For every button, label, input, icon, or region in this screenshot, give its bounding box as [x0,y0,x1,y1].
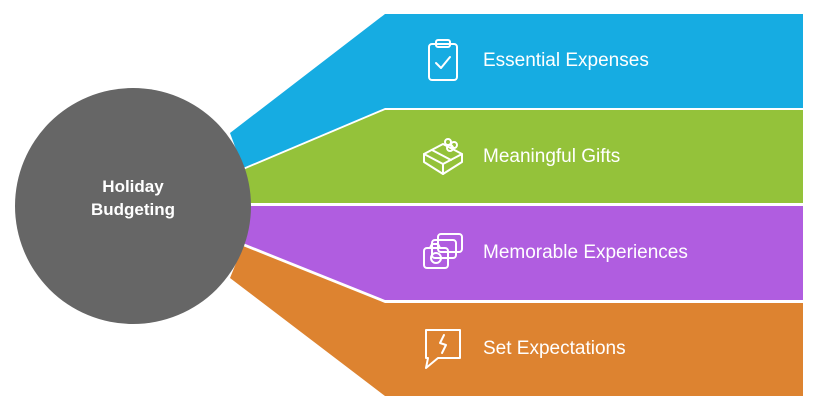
hub-label-line1: Holiday [102,177,164,196]
branch-band-memorable-experiences [243,206,803,300]
branch-band-essential-expenses [230,14,803,168]
hub-label-line2: Budgeting [90,200,176,219]
branch-label-set-expectations: Set Expectations [483,338,626,359]
branch-band-meaningful-gifts [243,110,803,203]
photo-stack-icon [423,233,463,269]
clipboard-check-icon [428,39,458,81]
hub-label: Holiday Budgeting [18,175,248,221]
branch-label-memorable-experiences: Memorable Experiences [483,242,688,263]
branch-label-essential-expenses: Essential Expenses [483,50,649,71]
speech-bubble-icon [425,329,461,369]
gift-box-icon [423,138,463,175]
hub-circle [15,88,251,324]
branch-label-meaningful-gifts: Meaningful Gifts [483,146,621,167]
branch-band-set-expectations [230,246,803,396]
